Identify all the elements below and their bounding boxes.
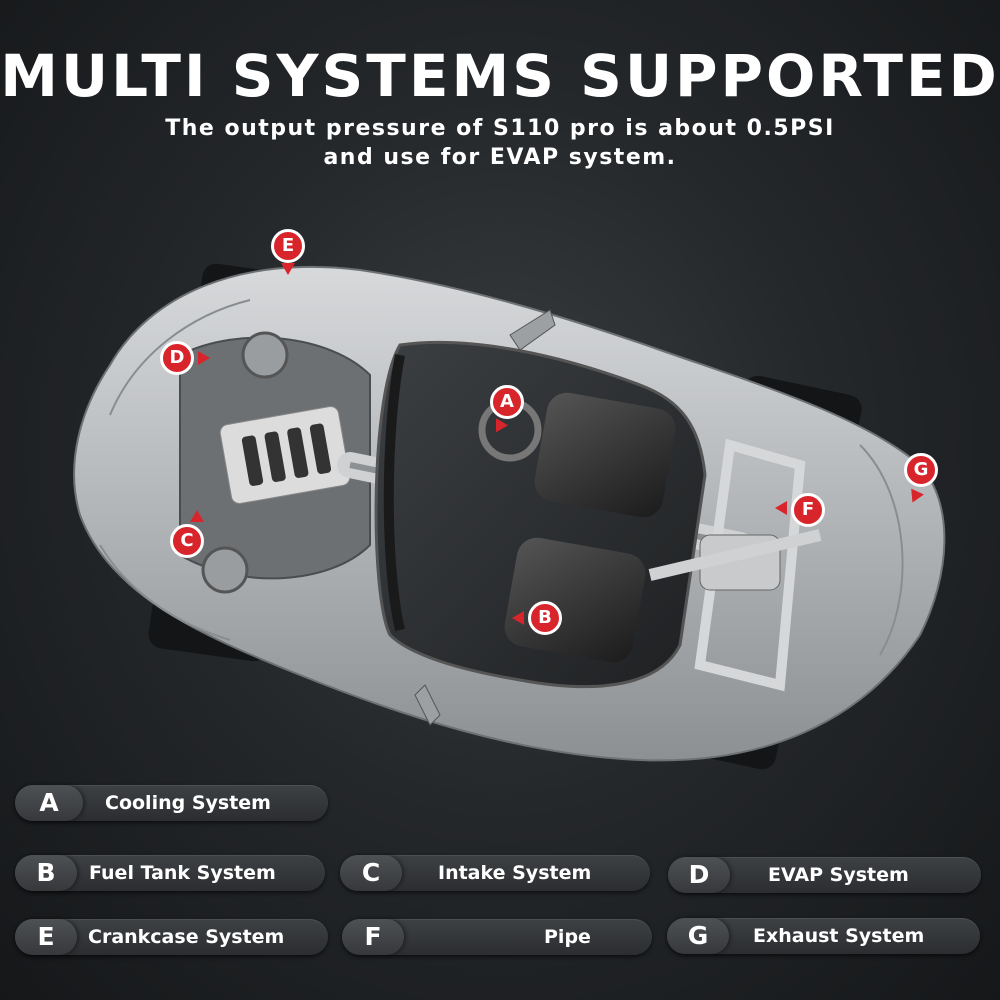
legend-label-fuel-tank-system: Fuel Tank System <box>89 862 276 884</box>
car-illustration <box>40 215 970 775</box>
legend-label-pipe: Pipe <box>544 926 591 948</box>
legend-label-crankcase-system: Crankcase System <box>88 926 285 948</box>
legend-letter-e: E <box>15 919 77 955</box>
marker-d-arrow <box>198 351 210 365</box>
marker-a-circle: A <box>490 385 524 419</box>
marker-c-arrow <box>190 510 204 522</box>
legend-item-pipe: F Pipe <box>342 919 652 955</box>
marker-g-circle: G <box>904 453 938 487</box>
legend-letter-g: G <box>667 918 729 954</box>
legend-label-exhaust-system: Exhaust System <box>753 925 925 947</box>
legend-item-fuel-tank-system: B Fuel Tank System <box>15 855 325 891</box>
page-subtitle: The output pressure of S110 pro is about… <box>0 114 1000 172</box>
marker-b-circle: B <box>528 601 562 635</box>
legend-letter-f: F <box>342 919 404 955</box>
subtitle-line-1: The output pressure of S110 pro is about… <box>165 116 835 141</box>
legend-letter-a: A <box>15 785 83 821</box>
marker-f-circle: F <box>791 493 825 527</box>
marker-c-circle: C <box>170 524 204 558</box>
car-cutaway-image <box>73 263 946 770</box>
legend-item-exhaust-system: G Exhaust System <box>667 918 980 954</box>
legend-item-intake-system: C Intake System <box>340 855 650 891</box>
legend-label-cooling-system: Cooling System <box>105 792 271 814</box>
marker-d-circle: D <box>160 341 194 375</box>
legend-item-crankcase-system: E Crankcase System <box>15 919 328 955</box>
legend-item-cooling-system: A Cooling System <box>15 785 328 821</box>
legend-item-evap-system: D EVAP System <box>668 857 981 893</box>
legend-letter-c: C <box>340 855 402 891</box>
marker-b-arrow <box>512 611 524 625</box>
legend-letter-d: D <box>668 857 730 893</box>
page-title: MULTI SYSTEMS SUPPORTED <box>0 42 1000 110</box>
marker-f-arrow <box>775 501 787 515</box>
legend-label-evap-system: EVAP System <box>768 864 909 886</box>
legend-label-intake-system: Intake System <box>438 862 592 884</box>
marker-e-circle: E <box>271 229 305 263</box>
subtitle-line-2: and use for EVAP system. <box>323 145 677 170</box>
marker-e-arrow <box>281 263 295 275</box>
legend-letter-b: B <box>15 855 77 891</box>
